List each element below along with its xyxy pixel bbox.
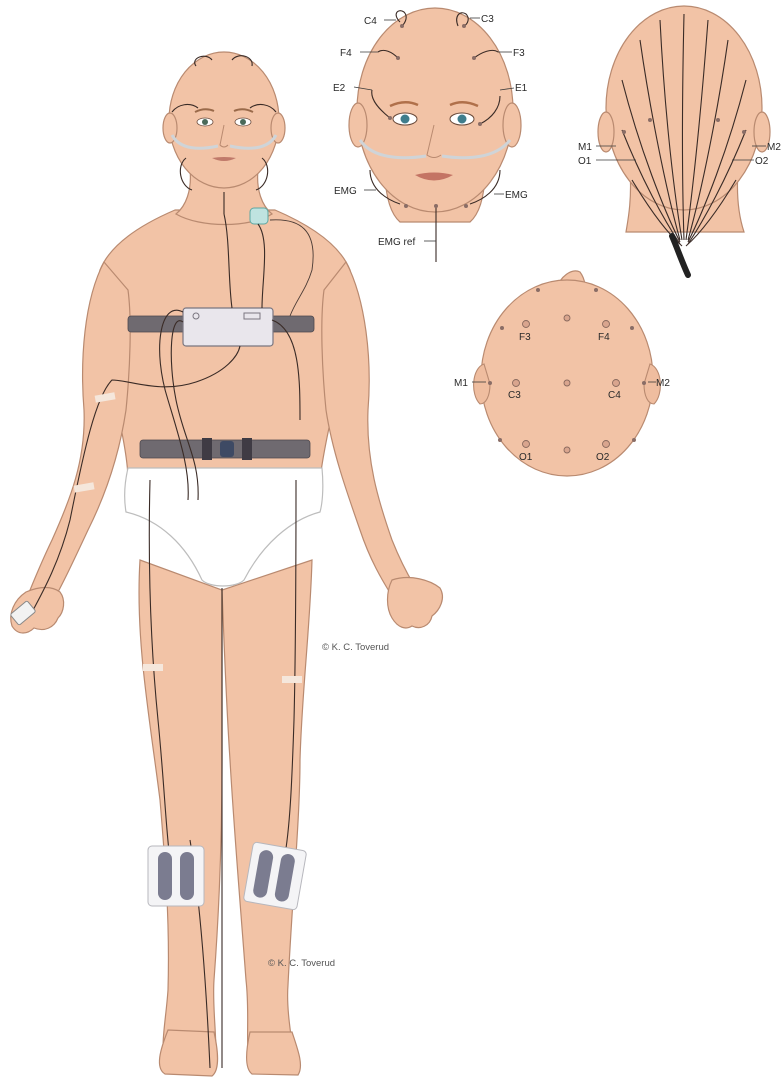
copyright-lower: © K. C. Toverud bbox=[268, 958, 335, 969]
top-f3-electrode bbox=[523, 321, 530, 328]
emg-ref-electrode bbox=[434, 204, 438, 208]
e1-electrode bbox=[478, 122, 482, 126]
copyright-upper: © K. C. Toverud bbox=[322, 642, 389, 653]
label-back-o1: O1 bbox=[578, 156, 592, 167]
face-detail: C4 C3 F4 F3 E2 E1 EMG EMG EMG ref bbox=[333, 8, 528, 262]
label-top-m1: M1 bbox=[454, 378, 468, 389]
full-body-figure: © K. C. Toverud © K. C. Toverud bbox=[10, 52, 442, 1076]
top-rim-dot-6 bbox=[632, 438, 636, 442]
label-top-o2: O2 bbox=[596, 452, 610, 463]
top-rim-dot-5 bbox=[498, 438, 502, 442]
full-body-head bbox=[169, 52, 279, 188]
label-back-m2: M2 bbox=[767, 142, 781, 153]
top-rim-dot-1 bbox=[536, 288, 540, 292]
abdominal-belt-buckle-left bbox=[202, 438, 212, 460]
label-top-f4: F4 bbox=[598, 332, 610, 343]
label-back-o2: O2 bbox=[755, 156, 769, 167]
right-thigh-tape bbox=[282, 676, 302, 683]
c3-electrode bbox=[462, 24, 466, 28]
f4-electrode bbox=[396, 56, 400, 60]
top-oz-electrode bbox=[564, 447, 570, 453]
face-detail-right-iris bbox=[458, 115, 467, 124]
emg-left-electrode bbox=[404, 204, 408, 208]
label-face-c4: C4 bbox=[364, 16, 377, 27]
f3-electrode bbox=[472, 56, 476, 60]
right-foot bbox=[247, 1032, 301, 1075]
label-face-e1: E1 bbox=[515, 83, 528, 94]
abdominal-sensor bbox=[220, 441, 234, 457]
top-c4-electrode bbox=[613, 380, 620, 387]
top-o2-electrode bbox=[603, 441, 610, 448]
label-face-f4: F4 bbox=[340, 48, 352, 59]
top-rim-dot-4 bbox=[630, 326, 634, 330]
left-iris bbox=[202, 119, 208, 125]
right-iris bbox=[240, 119, 246, 125]
abdominal-belt-buckle-right bbox=[242, 438, 252, 460]
top-cz-electrode bbox=[564, 380, 570, 386]
back-m2-electrode bbox=[742, 130, 746, 134]
label-face-emg-left: EMG bbox=[334, 186, 357, 197]
top-f4-electrode bbox=[603, 321, 610, 328]
face-detail-right-ear bbox=[503, 103, 521, 147]
label-top-c4: C4 bbox=[608, 390, 621, 401]
label-face-e2: E2 bbox=[333, 83, 346, 94]
top-m2-dot bbox=[642, 381, 646, 385]
label-top-o1: O1 bbox=[519, 452, 533, 463]
back-m1-electrode bbox=[622, 130, 626, 134]
label-face-f3: F3 bbox=[513, 48, 525, 59]
top-rim-dot-3 bbox=[500, 326, 504, 330]
face-detail-left-ear bbox=[349, 103, 367, 147]
emg-right-electrode bbox=[464, 204, 468, 208]
back-of-head-detail: M1 O1 M2 O2 bbox=[578, 6, 781, 275]
left-thigh-tape bbox=[143, 664, 163, 671]
label-top-m2: M2 bbox=[656, 378, 670, 389]
e2-electrode bbox=[388, 116, 392, 120]
right-arm bbox=[322, 262, 414, 596]
label-face-emg-right: EMG bbox=[505, 190, 528, 201]
right-hand bbox=[388, 578, 443, 628]
top-o1-electrode bbox=[523, 441, 530, 448]
left-leg-emg-pad bbox=[148, 846, 204, 906]
face-detail-left-iris bbox=[401, 115, 410, 124]
right-leg bbox=[222, 560, 312, 1066]
left-arm bbox=[26, 262, 130, 610]
top-m1-dot bbox=[488, 381, 492, 385]
label-face-emg-ref: EMG ref bbox=[378, 237, 415, 248]
top-fz-electrode bbox=[564, 315, 570, 321]
c4-electrode bbox=[400, 24, 404, 28]
back-o1-electrode bbox=[648, 118, 652, 122]
top-of-head-detail: F3 F4 M1 M2 C3 C4 O1 O2 bbox=[454, 271, 670, 476]
top-rim-dot-2 bbox=[594, 288, 598, 292]
label-face-c3: C3 bbox=[481, 14, 494, 25]
label-back-m1: M1 bbox=[578, 142, 592, 153]
right-leg-emg-pad bbox=[243, 842, 307, 910]
label-top-f3: F3 bbox=[519, 332, 531, 343]
back-o2-electrode bbox=[716, 118, 720, 122]
ecg-electrode bbox=[250, 208, 268, 224]
label-top-c3: C3 bbox=[508, 390, 521, 401]
top-c3-electrode bbox=[513, 380, 520, 387]
